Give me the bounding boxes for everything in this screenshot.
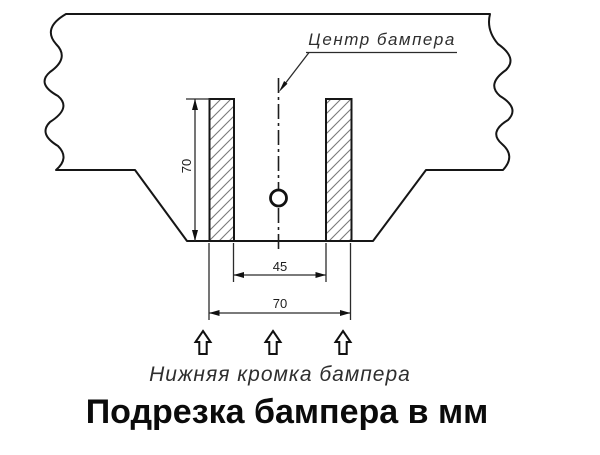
drawing-title: Подрезка бампера в мм	[85, 393, 489, 431]
dimension-slot-depth-value: 70	[179, 158, 194, 174]
bottom-edge-label: Нижняя кромка бампера	[149, 363, 411, 386]
dimension-outer-width-value: 70	[272, 296, 288, 311]
dimension-inner-width-value: 45	[272, 259, 288, 274]
hatched-slot-left	[208, 98, 235, 242]
leader-arrowhead	[279, 81, 288, 92]
up-arrow-icon-center	[263, 329, 283, 355]
up-arrow-icon-left	[193, 329, 213, 355]
dimension-inner-width-arrows	[233, 272, 326, 278]
center-line-label: Центр бампера	[308, 30, 456, 49]
dimension-outer-width-arrows	[209, 310, 351, 316]
center-point-circle	[269, 188, 288, 208]
dimension-slot-depth-lines	[186, 98, 210, 241]
hatched-slot-right	[325, 98, 353, 242]
dimension-slot-depth-arrows	[192, 99, 198, 241]
up-arrow-icon-right	[333, 329, 353, 355]
bumper-outline	[43, 13, 514, 242]
